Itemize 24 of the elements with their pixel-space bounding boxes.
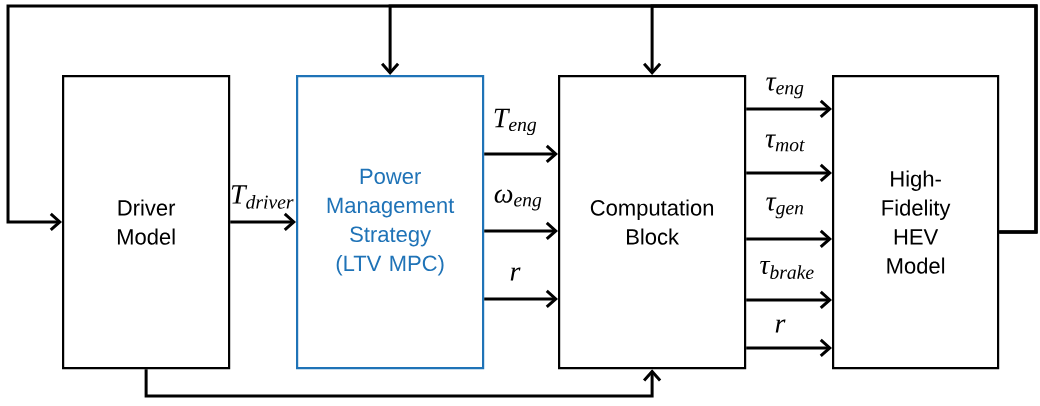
arrow [746,99,832,119]
arrow [484,289,558,309]
block-box: Driver Model [62,75,231,370]
arrow [144,369,662,398]
edge-label: T$_{driver}$ [231,185,294,209]
block-box: Computation Block [558,75,747,370]
arrow [643,4,1038,234]
edge-label: r [510,267,521,281]
edge-label: τ$_{eng}$ [766,77,804,99]
arrow [230,212,296,232]
arrow [746,338,832,358]
arrow [484,144,558,164]
arrow [746,290,832,310]
edge-label: τ$_{brake}$ [760,260,814,280]
arrow [746,229,832,249]
edge-label: r [775,319,786,333]
edge-label: T$_{eng}$ [494,108,537,136]
block-box: High-Fidelity HEV Model [832,75,1000,370]
edge-label: τ$_{mot}$ [765,134,805,152]
arrow [484,221,558,241]
arrow [746,163,832,183]
edge-label: τ$_{gen}$ [766,197,804,219]
edge-label: ω$_{eng}$ [494,189,542,211]
block-box: Power Management Strategy (LTV MPC) [296,75,485,370]
